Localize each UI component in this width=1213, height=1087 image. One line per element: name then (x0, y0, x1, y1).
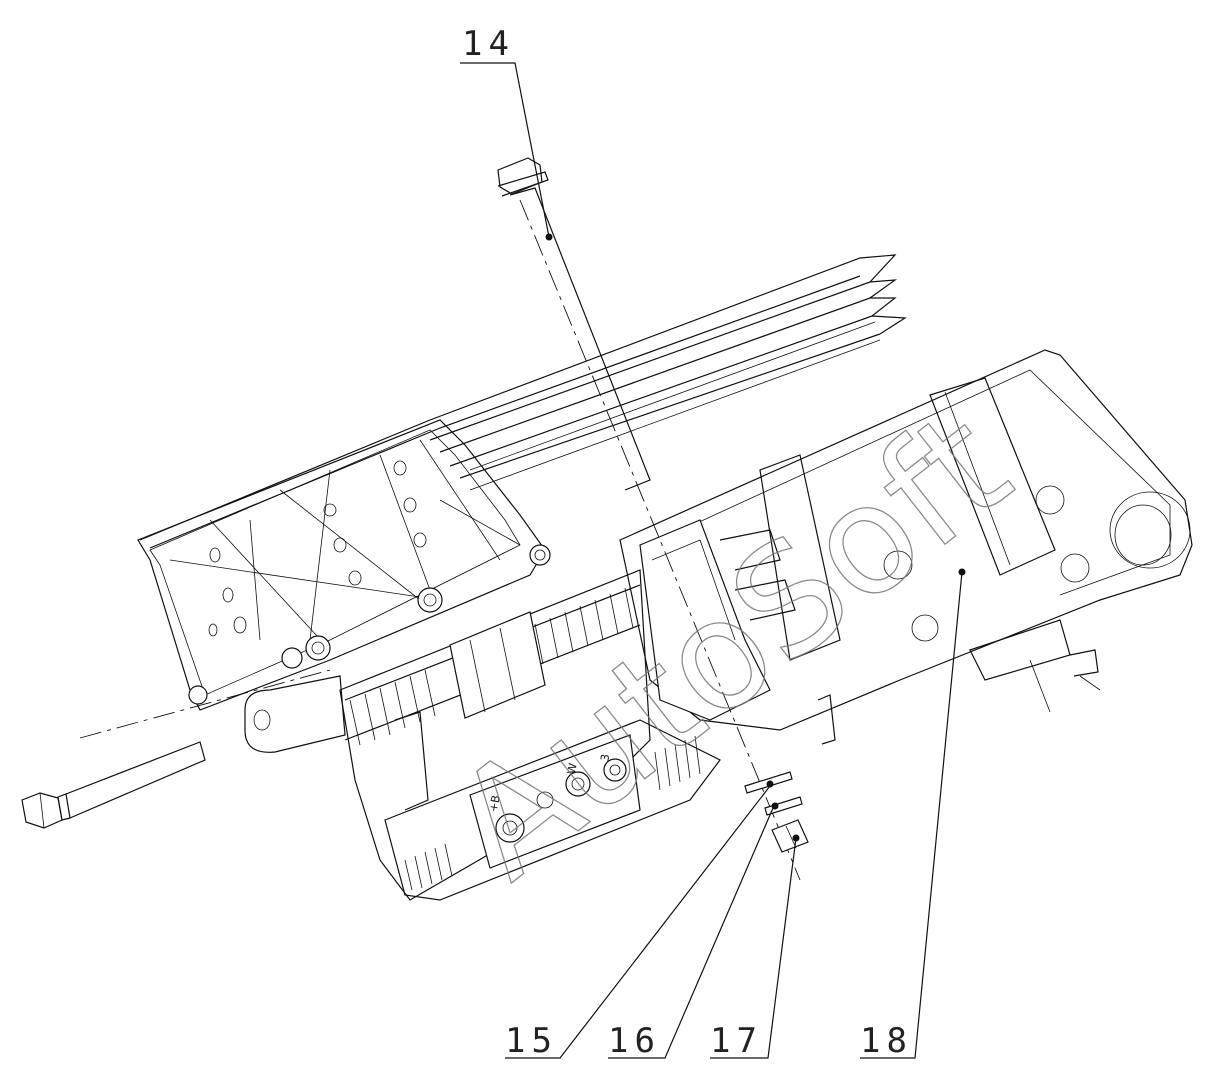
left-frame-bracket (137, 419, 551, 711)
leader-lines (460, 62, 963, 1059)
alternator-body: +B W 3 (339, 569, 721, 901)
callout-14: 14 (462, 24, 515, 64)
upper-rail-bracket (139, 254, 907, 549)
callout-17: 17 (710, 1021, 763, 1061)
callout-16: 16 (608, 1021, 661, 1061)
terminal-label-w: W (565, 762, 580, 775)
long-through-bolt (21, 669, 331, 829)
leader-dot-15 (766, 780, 774, 788)
leader-dot-16 (771, 802, 779, 810)
callout-15: 15 (505, 1021, 558, 1061)
leader-dot-14 (545, 233, 553, 241)
bolt-14 (497, 157, 801, 881)
terminal-label-b: +B (487, 794, 503, 813)
callout-18: 18 (860, 1021, 913, 1061)
leader-dot-18 (958, 568, 966, 576)
mounting-eye (244, 675, 346, 753)
leader-dot-17 (792, 834, 800, 842)
terminal-label-3: 3 (598, 753, 612, 762)
washer-16 (764, 796, 803, 816)
nut-17 (771, 819, 809, 853)
